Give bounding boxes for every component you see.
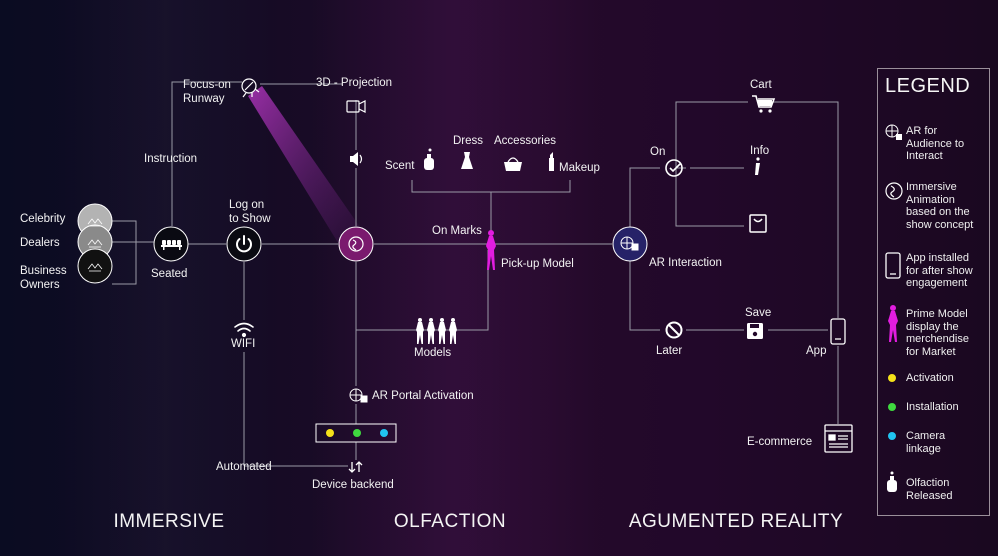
label-pickup-model: Pick-up Model [501, 258, 574, 270]
later-icon [665, 321, 683, 339]
cyan-dot [888, 432, 896, 440]
label-ecommerce: E-commerce [747, 436, 813, 448]
label-device-backend: Device backend [312, 479, 394, 491]
wifi-icon [234, 322, 254, 338]
ecommerce-icon [824, 424, 853, 453]
label-log-on: Log on to Show [229, 199, 271, 225]
speaker-icon [350, 152, 363, 166]
camera-icon [346, 100, 366, 113]
label-wifi: WIFI [231, 338, 256, 350]
legend-panel: LEGEND AR for Audience to Interact Immer… [877, 68, 990, 516]
label-seated: Seated [151, 268, 188, 280]
label-on-marks: On Marks [432, 225, 482, 237]
label-ar-portal: AR Portal Activation [372, 390, 474, 402]
label-dress: Dress [453, 135, 484, 147]
yellow-dot [888, 374, 896, 382]
phone-icon [885, 252, 901, 279]
backend-arrows-icon [348, 461, 363, 473]
legend-title: LEGEND [885, 75, 971, 97]
installation-light [353, 429, 361, 437]
label-later: Later [656, 345, 683, 357]
perfume-icon [424, 148, 434, 170]
label-scent: Scent [385, 160, 415, 172]
activation-light [326, 429, 334, 437]
legend-installation-text: Installation [906, 401, 959, 413]
legend-activation-text: Activation [906, 372, 954, 384]
shopping-bag-icon [749, 214, 767, 233]
save-icon [747, 323, 763, 339]
spotlight-icon [241, 78, 260, 98]
label-cart: Cart [750, 79, 772, 91]
app-phone-icon [830, 318, 846, 345]
perfume-icon [887, 471, 897, 492]
prime-model-icon [888, 305, 898, 342]
seats-icon [161, 240, 182, 250]
label-dealers: Dealers [20, 237, 60, 249]
section-olfaction: OLFACTION [393, 511, 507, 532]
pick-up-model-icon [486, 230, 496, 270]
ar-globe-node-icon [620, 236, 639, 251]
label-makeup: Makeup [559, 162, 600, 174]
dress-icon [461, 152, 473, 169]
label-celebrity: Celebrity [20, 213, 66, 225]
label-save: Save [745, 307, 772, 319]
device-box [315, 423, 397, 443]
legend-olfaction-text: Olfaction Released [906, 477, 953, 502]
immersive-animation-node [338, 226, 374, 262]
section-immersive: IMMERSIVE [113, 511, 225, 532]
section-augmented-reality: AGUMENTED REALITY [628, 511, 844, 532]
ar-globe-icon [885, 124, 902, 140]
label-accessories: Accessories [494, 135, 556, 147]
legend-model-text: Prime Model display the merchendise for … [906, 308, 969, 358]
info-icon [755, 157, 760, 175]
lipstick-icon [549, 152, 554, 171]
cart-icon [752, 95, 776, 113]
label-app: App [806, 345, 827, 357]
models-icon [416, 318, 457, 344]
label-automated: Automated [216, 461, 272, 473]
label-info: Info [750, 145, 770, 157]
spotlight-beam [248, 86, 362, 246]
legend-animation-text: Immersive Animation based on the show co… [906, 181, 974, 231]
legend-ar-text: AR for Audience to Interact [906, 125, 965, 162]
label-on: On [650, 146, 666, 158]
green-dot [888, 403, 896, 411]
label-business-owners: Business Owners [20, 265, 67, 291]
label-3d-projection: 3D - Projection [316, 77, 393, 89]
check-circle-icon [665, 159, 683, 177]
business-owners-node [77, 248, 113, 284]
power-icon [236, 235, 252, 253]
camera-linkage-light [380, 429, 388, 437]
ar-interaction-node [612, 226, 648, 262]
label-ar-interaction: AR Interaction [649, 257, 722, 269]
legend-app-text: App installed for after show engagement [906, 252, 973, 289]
label-focus-runway: Focus-on Runway [183, 79, 231, 105]
legend-camera-text: Camera linkage [906, 430, 946, 455]
handbag-icon [504, 157, 522, 171]
label-instruction: Instruction [144, 153, 198, 165]
animation-icon [348, 236, 364, 252]
immersive-animation-icon [885, 182, 903, 200]
label-models: Models [414, 347, 452, 359]
ar-portal-icon [349, 388, 368, 403]
